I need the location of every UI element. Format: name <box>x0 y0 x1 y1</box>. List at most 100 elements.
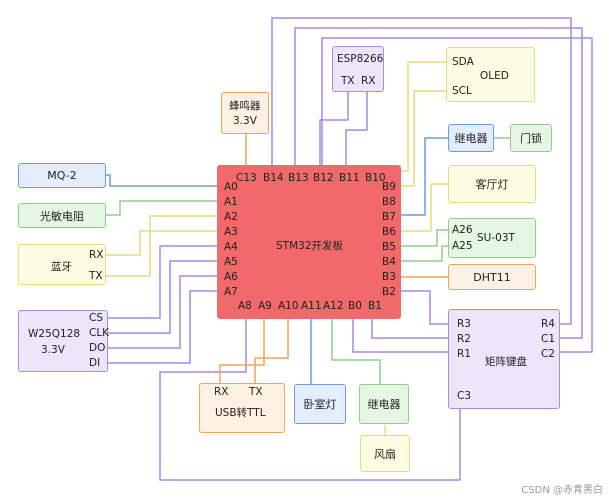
pin-a7: A7 <box>224 286 238 298</box>
w25q128-module: W25Q128 3.3V CS CLK DO DI <box>18 310 110 372</box>
keypad-module: R3 R2 R1 R4 C1 C2 矩阵键盘 C3 <box>448 309 560 409</box>
pin-a10: A10 <box>278 300 299 312</box>
wire-kp-c1 <box>294 27 583 339</box>
pin-a8: A8 <box>238 300 252 312</box>
wire-flash-di <box>108 290 220 364</box>
wire-kp-r1 <box>352 318 450 353</box>
dht11-module: DHT11 <box>448 264 536 290</box>
oled-scl: SCL <box>452 85 472 97</box>
wire-oled-scl <box>400 90 447 187</box>
pin-b10: B10 <box>365 172 386 184</box>
wire-mq2 <box>105 174 220 187</box>
buzzer-voltage: 3.3V <box>233 115 257 127</box>
esp8266-rx: RX <box>361 75 376 87</box>
pin-b8: B8 <box>382 196 396 208</box>
wire-kp-r3 <box>400 290 450 325</box>
pin-b7: B7 <box>382 211 396 223</box>
relay-bottom-module: 继电器 <box>359 384 409 424</box>
living-light-module: 客厅灯 <box>448 165 536 203</box>
usb-ttl-tx: TX <box>249 386 263 398</box>
esp8266-tx: TX <box>341 75 355 87</box>
w25q128-voltage: 3.3V <box>41 344 65 356</box>
pin-b12: B12 <box>313 172 334 184</box>
mcu-label: STM32开发板 <box>276 240 343 252</box>
pin-a3: A3 <box>224 226 238 238</box>
pin-a4: A4 <box>224 241 238 253</box>
fan-module: 风扇 <box>360 435 410 472</box>
bedroom-light-module: 卧室灯 <box>294 384 346 424</box>
keypad-c1: C1 <box>541 333 556 345</box>
su03t-module: A26 A25 SU-03T <box>448 218 536 258</box>
oled-module: SDA OLED SCL <box>446 47 535 102</box>
wire-relay-top <box>400 137 448 216</box>
wire-kp-r2 <box>371 318 450 339</box>
pin-a9: A9 <box>258 300 272 312</box>
wire-flash-clk <box>108 260 220 334</box>
pin-b3: B3 <box>382 271 396 283</box>
wire-kp-c2 <box>321 37 593 353</box>
su03t-a25: A25 <box>452 240 473 252</box>
wire-oled-sda <box>400 61 447 172</box>
keypad-c2: C2 <box>541 348 556 360</box>
pin-c13: C13 <box>236 172 257 184</box>
wire-su-a26 <box>400 229 448 247</box>
esp8266-module: ESP8266 TX RX <box>332 46 384 92</box>
pin-b13: B13 <box>288 172 309 184</box>
buzzer-module: 蜂鸣器 3.3V <box>221 92 269 134</box>
mq2-name: MQ-2 <box>47 169 77 182</box>
bluetooth-tx: TX <box>89 270 103 282</box>
keypad-r4: R4 <box>541 318 555 330</box>
wire-flash-cs <box>108 245 220 319</box>
dht11-name: DHT11 <box>473 270 511 284</box>
w25q128-clk: CLK <box>89 327 110 339</box>
oled-name: OLED <box>480 70 509 82</box>
wire-bt-tx <box>105 215 220 277</box>
pin-b4: B4 <box>382 256 396 268</box>
w25q128-di: DI <box>89 357 101 369</box>
bluetooth-module: 蓝牙 RX TX <box>18 244 106 285</box>
w25q128-name: W25Q128 <box>28 328 81 340</box>
w25q128-cs: CS <box>89 312 103 324</box>
wire-usb-rx <box>219 318 265 384</box>
wire-kp-r4 <box>271 17 572 325</box>
usb-ttl-name: USB转TTL <box>215 407 266 419</box>
pin-a2: A2 <box>224 211 238 223</box>
door-lock-name: 门锁 <box>520 132 542 145</box>
pin-a5: A5 <box>224 256 238 268</box>
buzzer-name: 蜂鸣器 <box>229 100 261 112</box>
pin-a11: A11 <box>301 300 322 312</box>
pin-b9: B9 <box>382 181 396 193</box>
relay-top-module: 继电器 <box>448 124 494 152</box>
pin-b0: B0 <box>348 300 362 312</box>
wire-living-light <box>400 183 448 232</box>
pin-a6: A6 <box>224 271 238 283</box>
fan-name: 风扇 <box>374 447 396 461</box>
door-lock-module: 门锁 <box>510 124 552 152</box>
pin-b11: B11 <box>339 172 360 184</box>
bluetooth-rx: RX <box>89 249 104 261</box>
mcu-board: STM32开发板 C13 B14 B13 B12 B11 B10 A0 A1 A… <box>217 165 401 319</box>
relay-bottom-name: 继电器 <box>367 398 401 411</box>
wire-flash-do <box>108 275 220 349</box>
wire-esp-tx <box>319 91 349 168</box>
wire-usb-tx <box>254 318 289 384</box>
wire-bt-rx <box>105 230 220 256</box>
pin-b1: B1 <box>368 300 382 312</box>
photo-resistor-module: 光敏电阻 <box>18 203 106 228</box>
photo-resistor-name: 光敏电阻 <box>40 209 84 223</box>
usb-ttl-rx: RX <box>214 386 229 398</box>
pin-a1: A1 <box>224 196 238 208</box>
keypad-r2: R2 <box>457 333 471 345</box>
pin-a0: A0 <box>224 181 238 193</box>
wire-relay-bottom <box>331 318 381 385</box>
keypad-c3: C3 <box>457 390 472 402</box>
mq2-module: MQ-2 <box>18 163 106 188</box>
living-light-name: 客厅灯 <box>475 178 509 191</box>
pin-a12: A12 <box>323 300 344 312</box>
usb-ttl-module: RX TX USB转TTL <box>199 383 285 433</box>
bedroom-light-name: 卧室灯 <box>303 398 337 411</box>
wire-photo <box>105 200 220 216</box>
relay-top-name: 继电器 <box>454 132 488 145</box>
pin-b2: B2 <box>382 286 396 298</box>
